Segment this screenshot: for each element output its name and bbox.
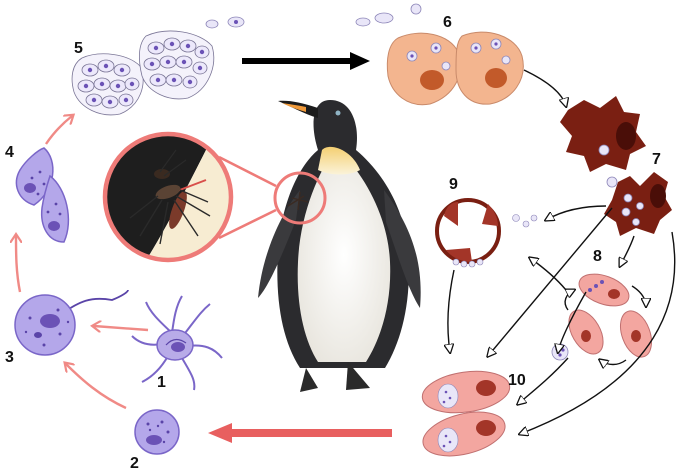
stage-3-cell	[15, 290, 128, 355]
stage-8-cells	[552, 268, 657, 365]
stage-9-label: 9	[449, 176, 458, 193]
stage-5-label: 5	[74, 40, 83, 57]
stage-5-cluster	[72, 17, 244, 115]
stage-2-cell	[135, 410, 179, 454]
stage-6-label: 6	[443, 14, 452, 31]
thick-arrow-top	[242, 52, 370, 70]
penguin-icon	[258, 100, 421, 392]
stage-9-vessel	[437, 200, 537, 267]
stage-10-cells	[418, 366, 512, 463]
stage-1-label: 1	[157, 374, 166, 391]
stage-6-cells	[356, 4, 523, 105]
stage-2-label: 2	[130, 455, 139, 469]
stage-10-label: 10	[508, 372, 526, 389]
stage-7-label: 7	[652, 151, 661, 168]
thick-arrow-bottom	[208, 423, 392, 443]
stage-1-cell	[132, 296, 222, 390]
stage-3-label: 3	[5, 349, 14, 366]
mosquito-inset	[96, 130, 250, 270]
stage-4-label: 4	[5, 144, 14, 161]
stage-4-cells	[16, 148, 68, 242]
stage-8-label: 8	[593, 248, 602, 265]
